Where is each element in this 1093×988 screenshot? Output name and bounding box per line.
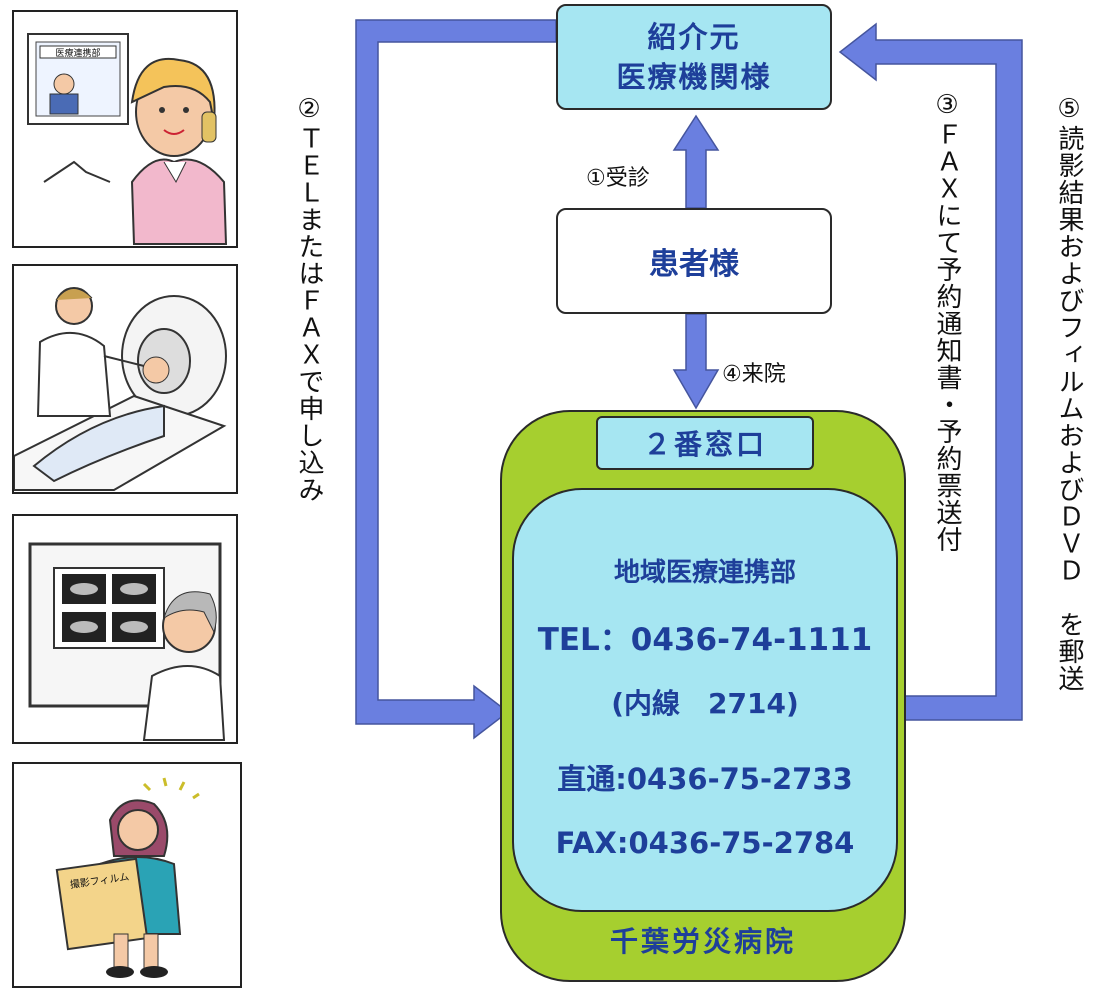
illustration-film-delivery: 撮影フィルム — [12, 762, 242, 988]
department-direct: 直通:0436-75-2733 — [557, 762, 853, 796]
arrow-return — [838, 22, 1023, 721]
department-fax: FAX:0436-75-2784 — [555, 826, 855, 860]
department-tel: TEL：0436-74-1111 — [537, 622, 873, 658]
step-4-label: ④来院 — [722, 362, 786, 387]
department-extension: (内線 2714) — [611, 687, 799, 720]
window-label: ２番窓口 — [642, 428, 767, 461]
hospital-name: 千葉労災病院 — [609, 925, 796, 958]
step-5-label: ⑤読影結果およびフィルムおよびＤＶＤ を郵送 — [1054, 94, 1084, 692]
arrow-come — [672, 313, 720, 410]
referrer-line1: 紹介元 — [647, 20, 741, 54]
step-3-label: ③ＦＡＸにて予約通知書・予約票送付 — [932, 90, 962, 553]
patient-label: 患者様 — [649, 247, 739, 282]
illustration-film-reading — [12, 514, 238, 744]
arrow-visit — [672, 114, 720, 209]
illustration-phone-call: 医療連携部 — [12, 10, 238, 248]
window-box: ２番窓口 — [596, 416, 814, 470]
step-2-label: ②ＴＥＬまたはＦＡＸで申し込み — [294, 94, 324, 503]
department-panel — [512, 488, 898, 912]
arrow-apply — [355, 19, 557, 740]
step-1-label: ①受診 — [586, 166, 650, 191]
sign-text: 医療連携部 — [55, 47, 100, 59]
illustration-mri-scan — [12, 264, 238, 494]
patient-box: 患者様 — [556, 208, 832, 314]
referrer-line2: 医療機関様 — [616, 60, 772, 94]
referrer-box: 紹介元 医療機関様 — [556, 4, 832, 110]
department-name: 地域医療連携部 — [613, 558, 796, 588]
